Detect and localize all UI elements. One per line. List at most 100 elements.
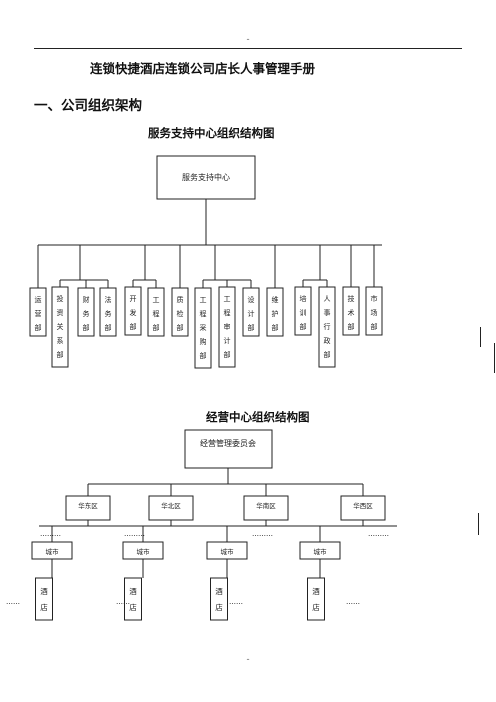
department-label-char: 部 — [177, 323, 184, 332]
department-label-char: 部 — [324, 350, 331, 359]
department-label-char: 计 — [224, 336, 231, 345]
hotel-box — [124, 577, 142, 621]
region-label: 华南区 — [256, 501, 276, 510]
hotel-label-char: 酒 — [215, 587, 223, 596]
region-box — [148, 495, 194, 521]
department-label-char: 场 — [371, 308, 378, 317]
department-label-char: 财 — [83, 295, 90, 304]
department-label-char: 事 — [324, 308, 331, 317]
department-label-char: 部 — [57, 350, 64, 359]
department-box — [77, 287, 95, 337]
hotel-box — [307, 577, 325, 621]
department-label-char: 政 — [324, 336, 331, 345]
department-label-char: 部 — [224, 350, 231, 359]
department-box — [171, 287, 189, 337]
department-label-char: 设 — [248, 295, 255, 304]
hotel-label-char: 酒 — [312, 587, 320, 596]
root-box — [184, 429, 273, 469]
department-box — [51, 286, 69, 368]
department-label-char: 工 — [153, 296, 160, 304]
department-label-char: 务 — [83, 309, 90, 318]
department-box — [218, 286, 236, 368]
department-label-char: 质 — [177, 295, 184, 304]
department-label-char: 维 — [272, 295, 279, 304]
department-label-char: 审 — [224, 322, 231, 331]
header-rule — [34, 48, 462, 49]
department-label-char: 程 — [153, 309, 160, 318]
city-label: 城市 — [137, 547, 151, 556]
root-label: 经营管理委员会 — [200, 438, 256, 448]
department-label-char: 部 — [300, 322, 307, 331]
department-box — [242, 287, 260, 337]
department-label-char: 检 — [177, 309, 184, 318]
department-box — [266, 287, 284, 337]
hotel-box — [35, 577, 53, 621]
department-label-char: 部 — [83, 323, 90, 332]
department-label-char: 部 — [130, 322, 137, 331]
root-label: 服务支持中心 — [182, 172, 230, 182]
department-label-char: 资 — [57, 308, 64, 317]
department-box — [365, 286, 383, 336]
department-box — [294, 286, 312, 336]
hotel-label-char: 酒 — [129, 587, 137, 596]
department-label-char: 开 — [130, 295, 137, 303]
department-label-char: 训 — [300, 309, 307, 317]
department-label-char: 关 — [57, 322, 64, 331]
department-box — [124, 286, 142, 336]
continuation-ellipsis: …… — [116, 598, 130, 606]
hotel-label-char: 店 — [215, 602, 223, 612]
footer-mark: - — [246, 655, 250, 665]
department-label-char: 部 — [153, 323, 160, 332]
chart1-title: 服务支持中心组织结构图 — [148, 126, 275, 140]
department-label-char: 护 — [272, 309, 279, 318]
region-box — [65, 495, 111, 521]
hotel-label-char: 店 — [129, 602, 137, 612]
department-label-char: 行 — [324, 322, 331, 331]
department-label-char: 培 — [300, 294, 307, 303]
continuation-ellipsis: ……… — [368, 530, 389, 538]
city-label: 城市 — [221, 547, 235, 556]
department-box — [99, 287, 117, 337]
department-label-char: 务 — [105, 309, 112, 318]
hotel-label-char: 店 — [312, 602, 320, 612]
department-label-char: 购 — [200, 337, 207, 346]
department-label-char: 法 — [105, 295, 112, 304]
department-label-char: 投 — [57, 294, 64, 303]
margin-mark — [494, 343, 495, 373]
city-label: 城市 — [314, 547, 328, 556]
department-box — [342, 286, 360, 336]
department-label-char: 部 — [248, 323, 255, 332]
continuation-ellipsis: …… — [229, 598, 243, 606]
department-box — [147, 287, 165, 337]
department-label-char: 计 — [248, 309, 255, 318]
department-label-char: 技 — [348, 294, 355, 303]
service-center-org-chart: 服务支持中心运营部投资关系部财务部法务部开发部工程部质检部工程采购部工程审计部设… — [29, 155, 383, 369]
department-label-char: 采 — [200, 323, 207, 332]
department-label-char: 部 — [371, 322, 378, 331]
department-box — [194, 287, 212, 369]
department-label-char: 工 — [224, 295, 231, 303]
continuation-ellipsis: …… — [6, 598, 20, 606]
department-label-char: 工 — [200, 296, 207, 304]
hotel-label-char: 酒 — [40, 587, 48, 596]
department-label-char: 程 — [224, 308, 231, 317]
region-label: 华北区 — [161, 501, 181, 510]
hotel-box — [210, 577, 228, 621]
department-label-char: 部 — [272, 323, 279, 332]
department-box — [318, 286, 336, 368]
document-title: 连锁快捷酒店连锁公司店长人事管理手册 — [90, 61, 316, 76]
department-label-char: 部 — [348, 322, 355, 331]
section-heading: 一、公司组织架构 — [34, 98, 142, 114]
department-label-char: 部 — [200, 351, 207, 360]
department-label-char: 部 — [105, 323, 112, 332]
chart2-title: 经营中心组织结构图 — [206, 410, 310, 424]
margin-mark — [480, 327, 481, 347]
department-label-char: 系 — [57, 336, 64, 345]
department-box — [29, 287, 47, 337]
margin-mark — [478, 513, 479, 535]
continuation-ellipsis: ……… — [252, 530, 273, 538]
region-label: 华东区 — [78, 501, 98, 510]
operations-center-org-chart: 经营管理委员会华东区华北区华南区华西区………………………………城市城市城市城市酒… — [6, 429, 397, 621]
department-label-char: 市 — [371, 294, 378, 303]
